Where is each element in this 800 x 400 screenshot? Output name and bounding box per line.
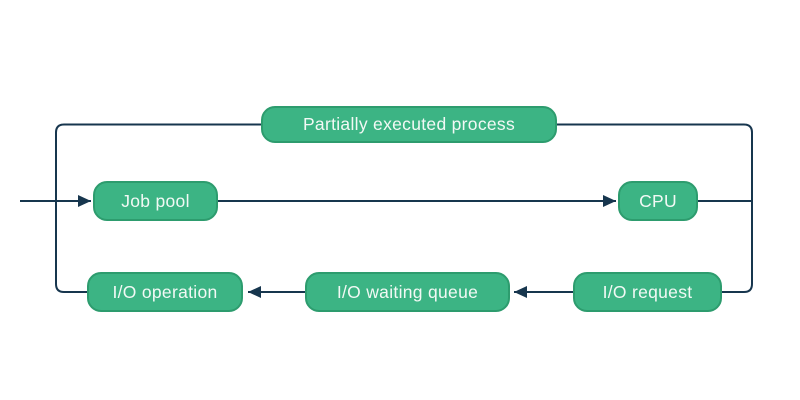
node-cpu: CPU [618, 181, 698, 221]
node-job-pool: Job pool [93, 181, 218, 221]
node-io-waiting-queue: I/O waiting queue [305, 272, 510, 312]
node-io-request: I/O request [573, 272, 722, 312]
edge-left-loop-partially-executed-to-io-operation [55, 123, 261, 293]
node-io-operation: I/O operation [87, 272, 243, 312]
edge-right-loop-partially-executed-to-io-request [557, 123, 753, 293]
node-partially-executed-process: Partially executed process [261, 106, 557, 143]
